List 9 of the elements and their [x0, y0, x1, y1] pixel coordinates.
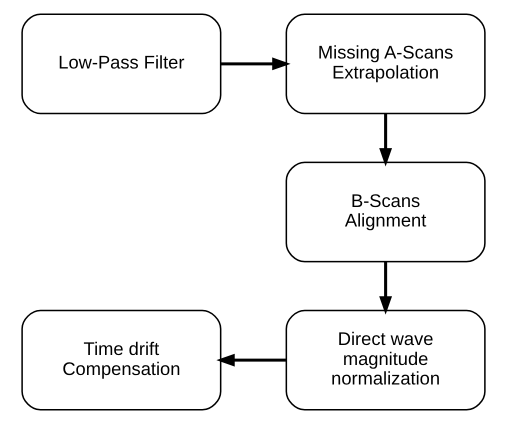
- arrow: [378, 262, 392, 315]
- arrow: [378, 114, 392, 166]
- node-box: B-Scans Alignment: [285, 162, 486, 262]
- arrow: [216, 354, 286, 367]
- arrow: [220, 57, 290, 70]
- node-box: Time drift Compensation: [20, 310, 221, 411]
- node-box: Direct wave magnitude normalization: [285, 310, 486, 411]
- node-box: Missing A-Scans Extrapolation: [285, 13, 486, 114]
- node-box: Low-Pass Filter: [20, 13, 221, 114]
